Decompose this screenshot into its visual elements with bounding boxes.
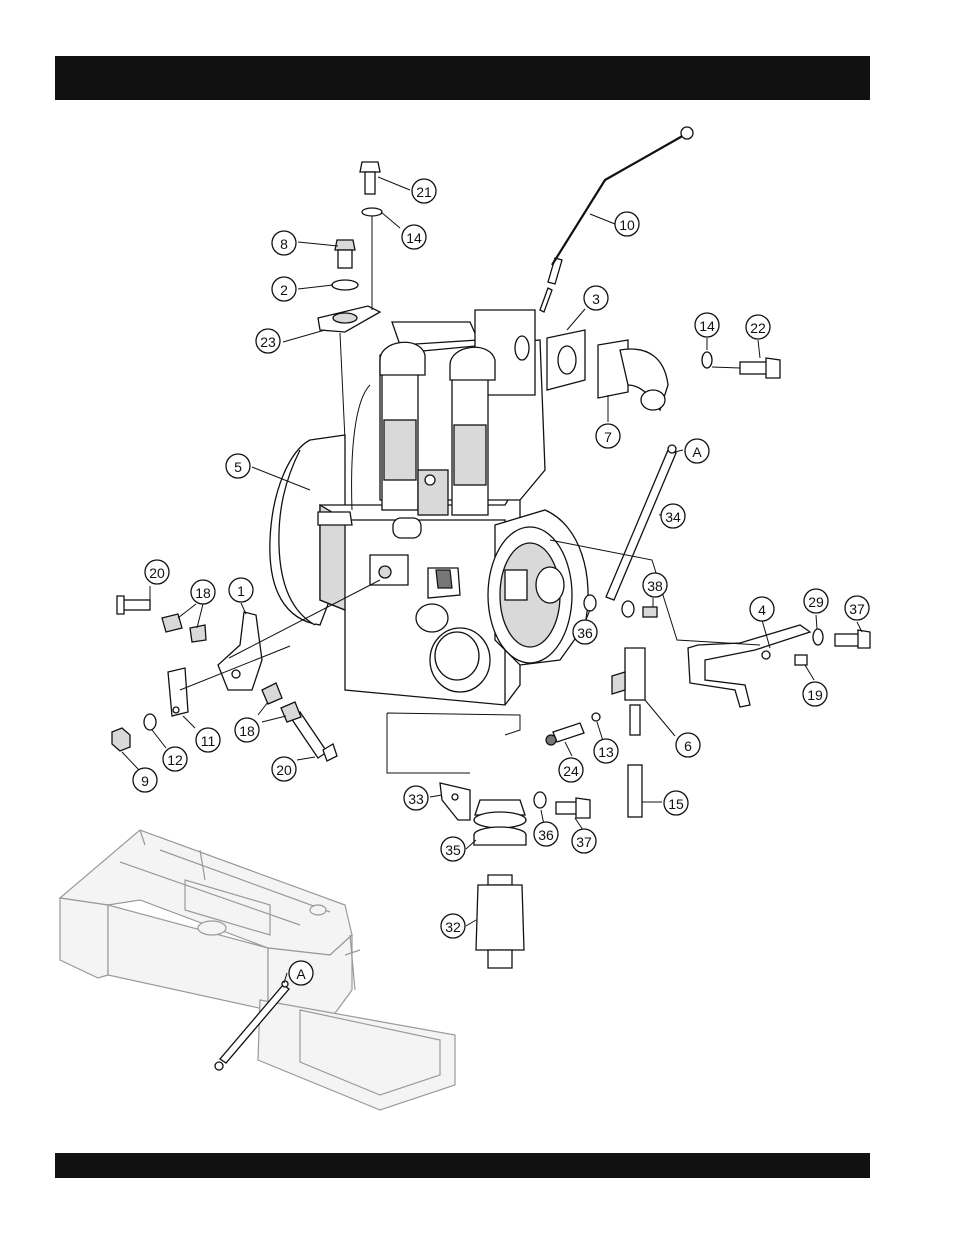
callout-label: 18: [195, 585, 211, 601]
callout-label: 29: [808, 594, 824, 610]
callout-c19: 19: [803, 682, 827, 706]
callout-c2: 2: [272, 277, 296, 301]
callout-c1: 1: [229, 578, 253, 602]
callout-label: 1: [237, 583, 245, 599]
callout-c8: 8: [272, 231, 296, 255]
callout-label: 32: [445, 919, 461, 935]
callout-label: 37: [849, 601, 865, 617]
callout-c14b: 14: [695, 313, 719, 337]
callout-c32: 32: [441, 914, 465, 938]
callout-c37b: 37: [572, 829, 596, 853]
callout-label: 22: [750, 320, 766, 336]
callout-label: 34: [665, 509, 681, 525]
callout-c3: 3: [584, 286, 608, 310]
callout-label: 5: [234, 459, 242, 475]
callout-label: 2: [280, 282, 288, 298]
engine-assembly-drawing: [270, 310, 588, 705]
callout-c11: 11: [196, 728, 220, 752]
callout-c20b: 20: [272, 757, 296, 781]
callout-c14a: 14: [402, 225, 426, 249]
callout-label: 38: [647, 578, 663, 594]
callout-label: A: [692, 444, 702, 460]
callout-c22: 22: [746, 315, 770, 339]
callout-c10: 10: [615, 212, 639, 236]
callout-c21: 21: [412, 179, 436, 203]
callout-cA1: A: [685, 439, 709, 463]
callout-c15: 15: [664, 791, 688, 815]
callout-label: 24: [563, 763, 579, 779]
callout-label: A: [296, 966, 306, 982]
callout-c20a: 20: [145, 560, 169, 584]
callout-c6: 6: [676, 733, 700, 757]
callout-label: 20: [276, 762, 292, 778]
callout-c18a: 18: [191, 580, 215, 604]
callout-c9: 9: [133, 768, 157, 792]
callout-c33: 33: [404, 786, 428, 810]
callout-c13: 13: [594, 739, 618, 763]
callout-c36b: 36: [534, 822, 558, 846]
callout-label: 8: [280, 236, 288, 252]
callout-c34: 34: [661, 504, 685, 528]
callout-label: 18: [239, 723, 255, 739]
callout-c35: 35: [441, 837, 465, 861]
callout-c36a: 36: [573, 620, 597, 644]
callout-c29: 29: [804, 589, 828, 613]
callout-label: 10: [619, 217, 635, 233]
callout-c24: 24: [559, 758, 583, 782]
callout-label: 36: [538, 827, 554, 843]
chassis-frame-drawing: [60, 830, 455, 1110]
callout-label: 7: [604, 429, 612, 445]
callout-label: 23: [260, 334, 276, 350]
callout-label: 33: [408, 791, 424, 807]
callout-c23: 23: [256, 329, 280, 353]
callout-c38: 38: [643, 573, 667, 597]
callout-label: 21: [416, 184, 432, 200]
callout-label: 36: [577, 625, 593, 641]
callout-c37a: 37: [845, 596, 869, 620]
callout-label: 12: [167, 752, 183, 768]
callout-label: 3: [592, 291, 600, 307]
callout-label: 9: [141, 773, 149, 789]
callout-label: 19: [807, 687, 823, 703]
callout-label: 14: [406, 230, 422, 246]
callout-c7: 7: [596, 424, 620, 448]
callout-label: 37: [576, 834, 592, 850]
callout-label: 4: [758, 602, 766, 618]
callout-label: 14: [699, 318, 715, 334]
callout-c18b: 18: [235, 718, 259, 742]
callout-label: 11: [201, 733, 216, 749]
callout-label: 13: [598, 744, 614, 760]
callout-label: 35: [445, 842, 461, 858]
callout-label: 20: [149, 565, 165, 581]
callout-cA2: A: [289, 961, 313, 985]
callout-c5: 5: [226, 454, 250, 478]
callout-c12: 12: [163, 747, 187, 771]
callout-c4: 4: [750, 597, 774, 621]
callout-label: 15: [668, 796, 684, 812]
callout-label: 6: [684, 738, 692, 754]
